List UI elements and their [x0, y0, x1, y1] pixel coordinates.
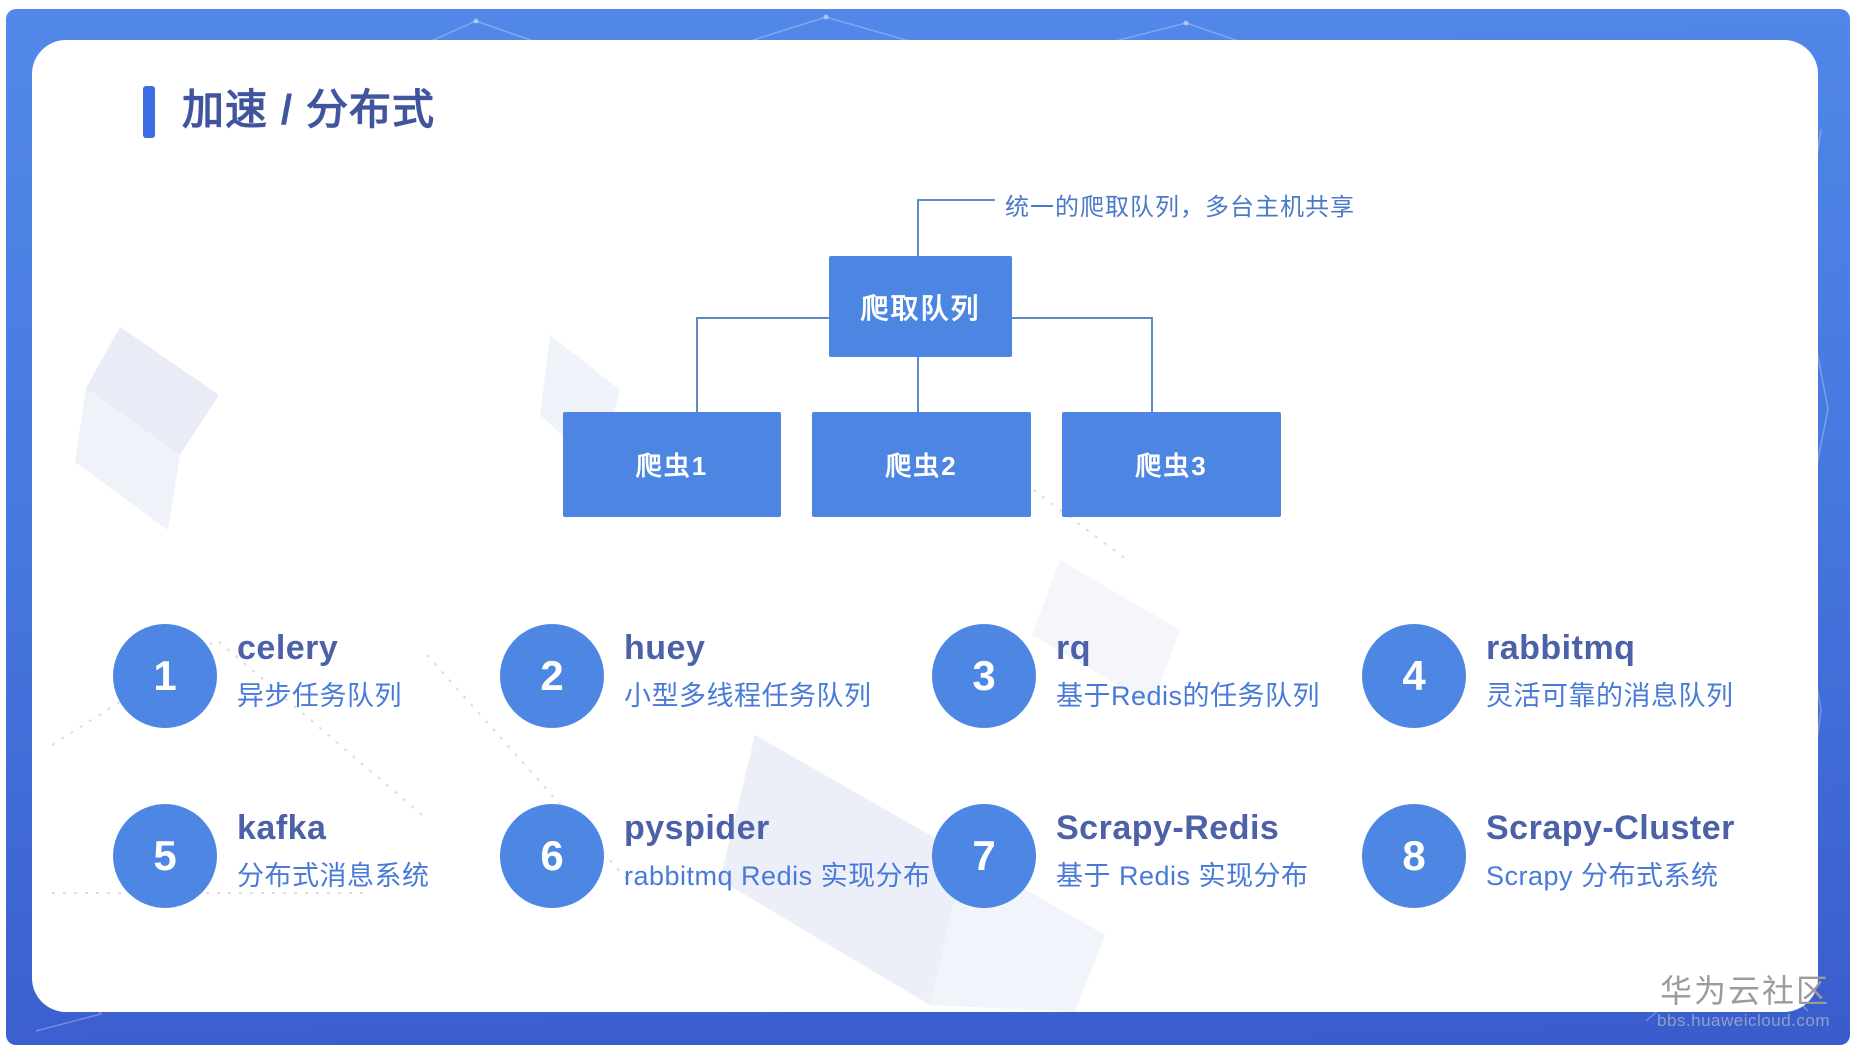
list-item: 1 celery 异步任务队列 [113, 624, 533, 754]
item-desc: 异步任务队列 [237, 681, 402, 711]
item-desc: 基于Redis的任务队列 [1056, 681, 1321, 711]
item-desc: 灵活可靠的消息队列 [1486, 681, 1734, 711]
list-item: 5 kafka 分布式消息系统 [113, 804, 533, 934]
list-item: 2 huey 小型多线程任务队列 [500, 624, 920, 754]
item-text: celery 异步任务队列 [237, 626, 402, 713]
item-desc: rabbitmq Redis 实现分布 [624, 861, 931, 891]
item-text: Scrapy-Cluster Scrapy 分布式系统 [1486, 806, 1735, 893]
item-number-badge: 7 [932, 804, 1036, 908]
list-item: 3 rq 基于Redis的任务队列 [932, 624, 1352, 754]
item-number-badge: 3 [932, 624, 1036, 728]
page-title: 加速 / 分布式 [182, 86, 436, 133]
list-item: 8 Scrapy-Cluster Scrapy 分布式系统 [1362, 804, 1782, 934]
diagram-box-spider2: 爬虫2 [812, 412, 1031, 517]
item-number-badge: 8 [1362, 804, 1466, 908]
item-text: pyspider rabbitmq Redis 实现分布 [624, 806, 931, 893]
item-number-badge: 1 [113, 624, 217, 728]
diagram-connectors [696, 199, 1153, 413]
slide-card: 加速 / 分布式 统一的爬取队列，多台主机共享 爬取队列 爬虫1 爬虫2 爬虫3… [32, 40, 1818, 1012]
item-desc: 基于 Redis 实现分布 [1056, 861, 1309, 891]
item-name: huey [624, 629, 706, 667]
item-name: kafka [237, 809, 327, 847]
item-name: Scrapy-Cluster [1486, 809, 1735, 847]
item-number-badge: 4 [1362, 624, 1466, 728]
list-item: 6 pyspider rabbitmq Redis 实现分布 [500, 804, 930, 934]
item-text: huey 小型多线程任务队列 [624, 626, 872, 713]
item-text: rq 基于Redis的任务队列 [1056, 626, 1320, 713]
diagram-box-spider3: 爬虫3 [1062, 412, 1281, 517]
watermark: 华为云社区 bbs.huaweicloud.com [1657, 972, 1830, 1032]
item-desc: Scrapy 分布式系统 [1486, 861, 1719, 891]
title-accent-bar [143, 86, 155, 138]
item-name: Scrapy-Redis [1056, 809, 1280, 847]
diagram-annotation: 统一的爬取队列，多台主机共享 [1005, 194, 1355, 221]
item-desc: 分布式消息系统 [237, 861, 430, 891]
item-text: kafka 分布式消息系统 [237, 806, 430, 893]
watermark-url: bbs.huaweicloud.com [1657, 1011, 1830, 1030]
item-name: rq [1056, 629, 1091, 667]
item-number-badge: 2 [500, 624, 604, 728]
item-text: Scrapy-Redis 基于 Redis 实现分布 [1056, 806, 1309, 893]
list-item: 4 rabbitmq 灵活可靠的消息队列 [1362, 624, 1782, 754]
item-name: pyspider [624, 809, 770, 847]
diagram-box-spider1: 爬虫1 [563, 412, 781, 517]
watermark-name: 华为云社区 [1659, 973, 1830, 1009]
item-text: rabbitmq 灵活可靠的消息队列 [1486, 626, 1734, 713]
item-number-badge: 6 [500, 804, 604, 908]
item-name: rabbitmq [1486, 629, 1636, 667]
item-desc: 小型多线程任务队列 [624, 681, 872, 711]
list-item: 7 Scrapy-Redis 基于 Redis 实现分布 [932, 804, 1352, 934]
diagram-box-queue: 爬取队列 [829, 256, 1012, 357]
item-number-badge: 5 [113, 804, 217, 908]
item-name: celery [237, 629, 339, 667]
